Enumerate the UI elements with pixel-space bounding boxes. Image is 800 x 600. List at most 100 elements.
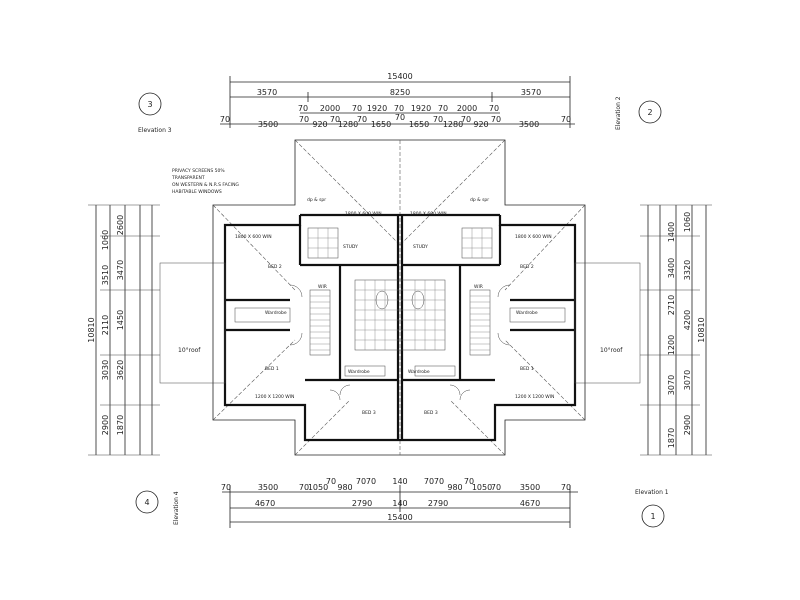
svg-text:70: 70 xyxy=(424,477,434,486)
elevation-1-label: Elevation 1 xyxy=(635,489,669,496)
svg-text:3400: 3400 xyxy=(667,258,676,278)
svg-text:2000: 2000 xyxy=(320,104,340,113)
top-dim-r2-1: 8250 xyxy=(390,88,410,97)
svg-text:2110: 2110 xyxy=(101,315,110,335)
central-bathrooms xyxy=(354,279,446,351)
robe-center-left-label: Wardrobe xyxy=(348,369,370,375)
svg-text:4670: 4670 xyxy=(520,499,540,508)
right-dimension-lines: 10810 1060 3320 4200 3070 2900 1400 3400… xyxy=(640,204,712,456)
wir-left-label: WIR xyxy=(318,284,327,290)
bed2-left-label: BED 2 xyxy=(268,264,282,270)
window-tag-3: 1800 X 600 WIN xyxy=(345,211,382,217)
svg-text:1200: 1200 xyxy=(667,335,676,355)
door-swings xyxy=(289,284,511,401)
window-tag-5: 1200 X 1200 WIN xyxy=(255,394,294,400)
window-tag-6: 1200 X 1200 WIN xyxy=(515,394,554,400)
svg-text:70: 70 xyxy=(299,483,309,492)
svg-text:3500: 3500 xyxy=(258,483,278,492)
svg-text:920: 920 xyxy=(473,120,488,129)
svg-text:TRANSPARENT: TRANSPARENT xyxy=(171,175,205,181)
svg-text:1650: 1650 xyxy=(409,120,429,129)
svg-text:70: 70 xyxy=(438,104,448,113)
svg-text:3500: 3500 xyxy=(519,120,539,129)
elevation-marker-3: 3 Elevation 3 xyxy=(138,92,172,134)
svg-text:4: 4 xyxy=(144,498,149,507)
svg-text:1050: 1050 xyxy=(308,483,328,492)
study-left-label: STUDY xyxy=(343,244,358,250)
wardrobes xyxy=(234,307,566,377)
bed2-right-label: BED 2 xyxy=(520,264,534,270)
bed1-right-label: BED 1 xyxy=(520,366,534,372)
svg-text:3470: 3470 xyxy=(116,260,125,280)
stair-right xyxy=(469,289,491,356)
svg-text:4200: 4200 xyxy=(683,310,692,330)
svg-text:3070: 3070 xyxy=(667,375,676,395)
elevation-2-label: Elevation 2 xyxy=(615,96,622,130)
svg-text:980: 980 xyxy=(447,483,462,492)
svg-text:1280: 1280 xyxy=(443,120,463,129)
svg-text:3510: 3510 xyxy=(101,265,110,285)
elevation-marker-4: 4 Elevation 4 xyxy=(135,490,180,525)
room-labels: STUDY STUDY WIR WIR BED 2 BED 2 BED 1 BE… xyxy=(178,197,623,416)
elevation-marker-1: 1 Elevation 1 xyxy=(635,489,669,528)
roof-right-label: 10°roof xyxy=(600,347,623,354)
svg-text:1450: 1450 xyxy=(116,310,125,330)
roof-left-label: 10°roof xyxy=(178,347,201,354)
svg-text:2710: 2710 xyxy=(667,295,676,315)
elevation-3-label: Elevation 3 xyxy=(138,127,172,134)
svg-text:70: 70 xyxy=(356,477,366,486)
svg-text:70: 70 xyxy=(394,104,404,113)
svg-text:PRIVACY SCREENS 50%: PRIVACY SCREENS 50% xyxy=(172,168,225,174)
svg-text:1870: 1870 xyxy=(667,428,676,448)
svg-text:3: 3 xyxy=(147,100,152,109)
svg-text:1: 1 xyxy=(650,512,655,521)
svg-text:3320: 3320 xyxy=(683,260,692,280)
robe-center-right-label: Wardrobe xyxy=(408,369,430,375)
svg-text:70: 70 xyxy=(352,104,362,113)
svg-text:3500: 3500 xyxy=(520,483,540,492)
svg-text:1050: 1050 xyxy=(472,483,492,492)
window-tag-1: 1800 X 600 WIN xyxy=(235,234,272,240)
ensuite-top xyxy=(307,227,493,259)
stair-left xyxy=(309,289,331,356)
svg-text:70: 70 xyxy=(326,477,336,486)
svg-text:1060: 1060 xyxy=(101,230,110,250)
svg-text:3030: 3030 xyxy=(101,360,110,380)
svg-text:10810: 10810 xyxy=(87,317,96,342)
wir-right-label: WIR xyxy=(474,284,483,290)
svg-text:4670: 4670 xyxy=(255,499,275,508)
side-roof-areas xyxy=(159,262,641,384)
interior-details xyxy=(159,227,641,401)
top-dim-r2-0: 3570 xyxy=(257,88,277,97)
svg-text:980: 980 xyxy=(337,483,352,492)
svg-text:70: 70 xyxy=(221,483,231,492)
svg-text:140: 140 xyxy=(392,499,407,508)
dp-label-right: dp & spr xyxy=(470,197,489,203)
top-dimension-lines: 15400 3570 8250 3570 70 2000 70 1920 70 … xyxy=(220,72,575,129)
roof-outline xyxy=(212,139,586,456)
bed3-left-label: BED 3 xyxy=(362,410,376,416)
robe-right-label: Wardrobe xyxy=(516,310,538,316)
window-tag-2: 1800 X 600 WIN xyxy=(515,234,552,240)
svg-text:1060: 1060 xyxy=(683,212,692,232)
svg-text:1400: 1400 xyxy=(667,222,676,242)
robe-left-label: Wardrobe xyxy=(265,310,287,316)
svg-text:2790: 2790 xyxy=(352,499,372,508)
svg-text:70: 70 xyxy=(433,115,443,124)
bed3-right-label: BED 3 xyxy=(424,410,438,416)
svg-text:10810: 10810 xyxy=(697,317,706,342)
svg-text:920: 920 xyxy=(312,120,327,129)
svg-text:70: 70 xyxy=(464,477,474,486)
svg-text:2900: 2900 xyxy=(683,415,692,435)
svg-text:1920: 1920 xyxy=(411,104,431,113)
svg-text:2600: 2600 xyxy=(116,215,125,235)
elevation-marker-2: 2 Elevation 2 xyxy=(615,96,662,130)
bottom-overall-dim: 15400 xyxy=(387,513,412,522)
svg-text:70: 70 xyxy=(491,115,501,124)
svg-text:HABITABLE WINDOWS: HABITABLE WINDOWS xyxy=(172,189,222,195)
svg-text:70: 70 xyxy=(489,104,499,113)
svg-text:70: 70 xyxy=(357,115,367,124)
bottom-dimension-lines: 70 3500 70 1050 70 980 70 70 140 70 70 9… xyxy=(221,477,578,528)
svg-text:3620: 3620 xyxy=(116,360,125,380)
